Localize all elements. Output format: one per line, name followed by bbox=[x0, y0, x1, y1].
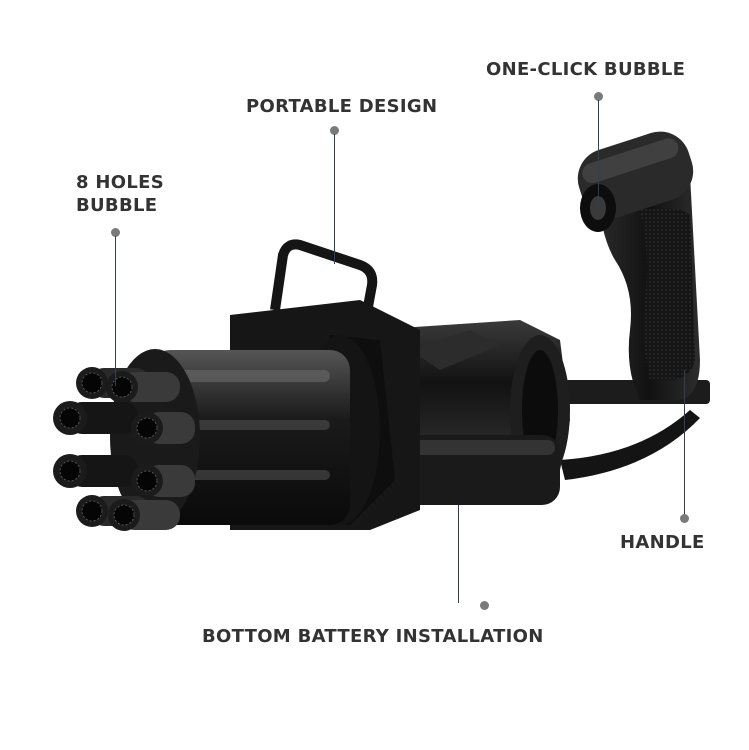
callout-dot-holes bbox=[111, 228, 120, 237]
callout-dot-battery bbox=[480, 601, 489, 610]
leader-line-handle bbox=[684, 370, 685, 515]
callout-dot-handle bbox=[680, 514, 689, 523]
leader-line-one-click bbox=[598, 100, 599, 205]
callout-dot-portable bbox=[330, 126, 339, 135]
label-8-holes-bubble: 8 HOLES BUBBLE bbox=[76, 172, 164, 216]
handle-grip bbox=[577, 131, 700, 400]
carry-handle bbox=[270, 239, 378, 351]
leader-line-holes bbox=[115, 236, 116, 386]
eight-bubble-holes bbox=[53, 367, 195, 531]
leader-line-portable bbox=[334, 134, 335, 264]
label-portable-design: PORTABLE DESIGN bbox=[246, 96, 438, 117]
label-bottom-battery-installation: BOTTOM BATTERY INSTALLATION bbox=[202, 626, 544, 647]
leader-line-battery bbox=[458, 505, 459, 603]
callout-dot-one-click bbox=[594, 92, 603, 101]
label-one-click-bubble: ONE-CLICK BUBBLE bbox=[486, 59, 686, 80]
label-handle: HANDLE bbox=[620, 532, 705, 553]
